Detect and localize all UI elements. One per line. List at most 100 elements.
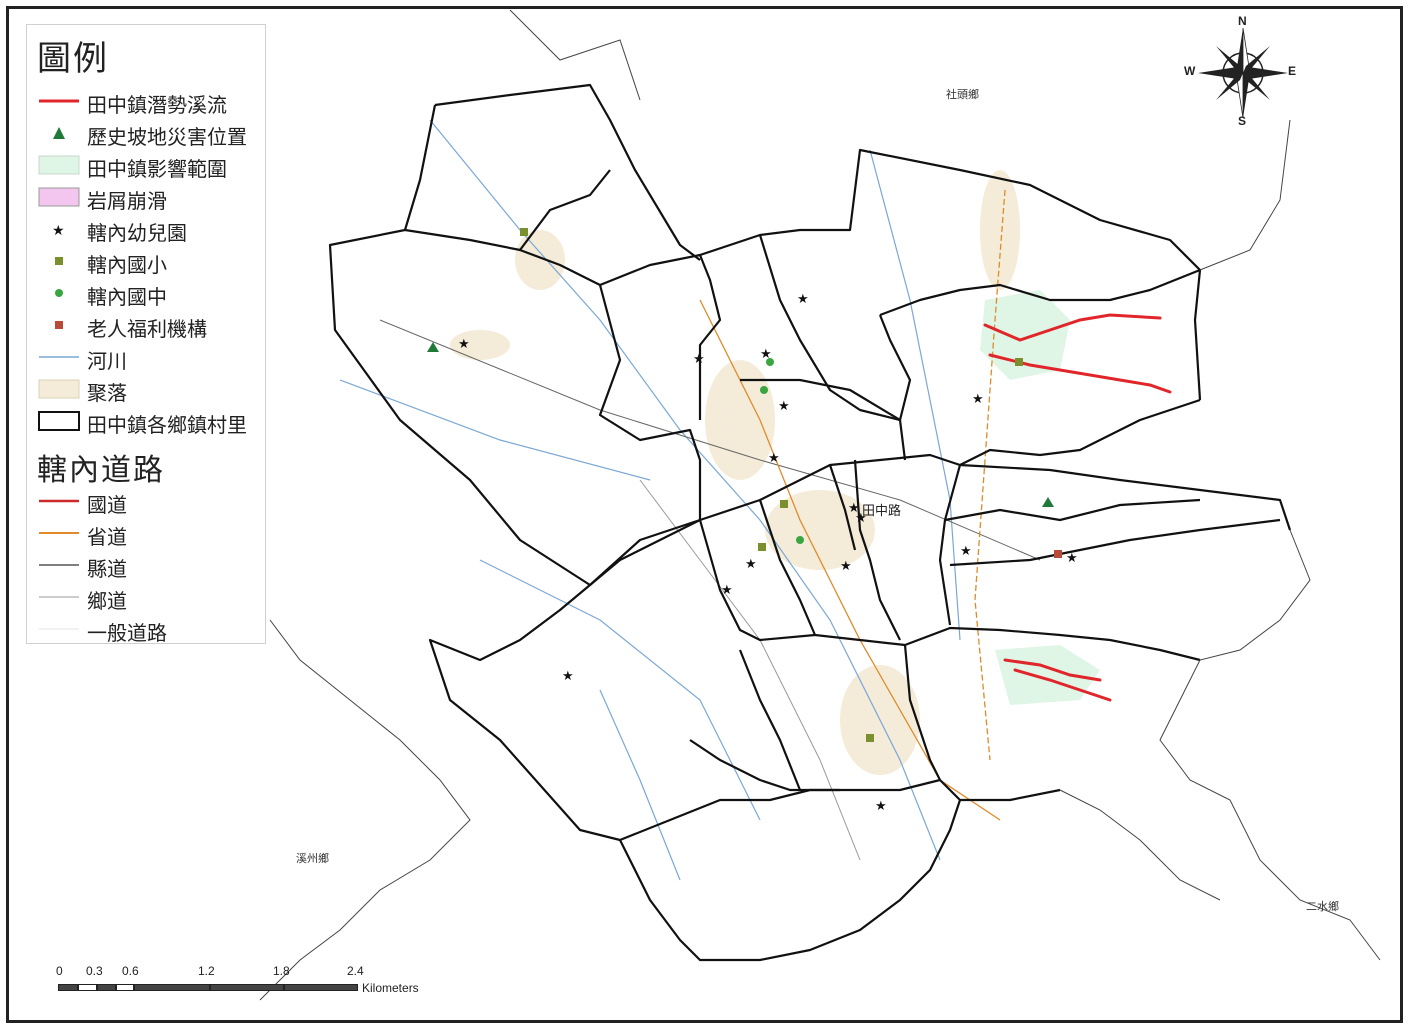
legend-item-river: 河川: [33, 343, 265, 373]
svg-text:★: ★: [1066, 551, 1078, 566]
scale-tick: 2.4: [347, 964, 364, 978]
legend-label: 轄內國小: [87, 253, 167, 277]
legend-label: 歷史坡地災害位置: [87, 125, 247, 149]
legend-item-general-road: 一般道路: [33, 615, 265, 645]
settlement-patches: [450, 170, 1020, 775]
map-frame: [6, 6, 1403, 1023]
scale-bar: 0 0.3 0.6 1.2 1.8 2.4 Kilometers: [40, 964, 460, 1004]
legend-item-county-road: 縣道: [33, 551, 265, 581]
svg-text:★: ★: [693, 352, 705, 367]
kindergartens: ★ ★ ★ ★ ★ ★ ★ ★ ★ ★ ★ ★ ★ ★ ★ ★: [458, 292, 1078, 814]
circle-icon: [55, 289, 63, 297]
legend-label: 鄉道: [87, 589, 127, 613]
scale-tick: 0.6: [122, 964, 139, 978]
swatch-icon: [38, 187, 80, 207]
elementary-schools: [520, 228, 1023, 742]
legend-item-influence-area: 田中鎮影響範圍: [33, 151, 265, 181]
place-label-shetou: 社頭鄉: [946, 88, 979, 101]
svg-text:★: ★: [562, 669, 574, 684]
legend-label: 老人福利機構: [87, 317, 207, 341]
svg-text:★: ★: [458, 337, 470, 352]
svg-text:★: ★: [972, 392, 984, 407]
legend-label: 一般道路: [87, 621, 167, 645]
legend-item-elementary: 轄內國小: [33, 247, 265, 277]
junior-high-schools: [760, 358, 804, 544]
road-label-tianzhong: 田中路: [862, 504, 902, 519]
outline-box-icon: [38, 411, 80, 431]
legend-item-settlement: 聚落: [33, 375, 265, 405]
legend-label: 聚落: [87, 381, 127, 405]
svg-text:★: ★: [960, 544, 972, 559]
svg-text:★: ★: [745, 557, 757, 572]
scale-segment: [284, 984, 358, 991]
compass-s: S: [1238, 114, 1247, 128]
orange-line-icon: [39, 532, 79, 534]
star-icon: ★: [52, 223, 65, 239]
legend-item-debris-slide: 岩屑崩滑: [33, 183, 265, 213]
history-disaster-sites: [427, 342, 1054, 507]
triangle-icon: [53, 127, 65, 139]
elderly-welfare: [1054, 550, 1062, 558]
region-outline: [259, 9, 1381, 1001]
compass-e: E: [1288, 64, 1297, 78]
legend-label: 田中鎮潛勢溪流: [87, 93, 227, 117]
scale-units: Kilometers: [362, 981, 419, 995]
scale-segment: [58, 984, 78, 991]
legend-label: 田中鎮影響範圍: [87, 157, 227, 181]
legend-label: 河川: [87, 349, 127, 373]
scale-segment: [210, 984, 284, 991]
hazard-streams: [983, 313, 1172, 702]
legend-item-hazard-stream: 田中鎮潛勢溪流: [33, 87, 265, 117]
north-arrow: N S W E: [1184, 14, 1298, 128]
light-line-icon: [39, 596, 79, 598]
legend-item-boundary: 田中鎮各鄉鎮村里: [33, 407, 265, 437]
legend-item-junior-high: 轄內國中: [33, 279, 265, 309]
legend-item-kindergarten: ★ 轄內幼兒園: [33, 215, 265, 245]
svg-text:★: ★: [797, 292, 809, 307]
scale-segment: [134, 984, 210, 991]
svg-text:★: ★: [840, 559, 852, 574]
legend: 圖例 田中鎮潛勢溪流 歷史坡地災害位置 田中鎮影響範圍 岩屑崩滑 ★ 轄內幼兒園…: [26, 24, 266, 645]
legend-item-elderly-welfare: 老人福利機構: [33, 311, 265, 341]
red-line-icon: [39, 499, 79, 503]
compass-n: N: [1238, 14, 1247, 28]
svg-text:★: ★: [52, 223, 65, 239]
legend-item-national-road: 國道: [33, 487, 265, 517]
swatch-icon: [38, 155, 80, 175]
legend-label: 縣道: [87, 557, 127, 581]
scale-segment: [97, 984, 116, 991]
scale-segment: [116, 984, 134, 991]
legend-label: 岩屑崩滑: [87, 189, 167, 213]
scale-tick: 1.8: [273, 964, 290, 978]
square-icon: [55, 321, 63, 329]
legend-item-provincial-road: 省道: [33, 519, 265, 549]
legend-label: 田中鎮各鄉鎮村里: [87, 413, 247, 437]
legend-roads-title: 轄內道路: [37, 453, 165, 488]
compass-w: W: [1184, 64, 1196, 78]
red-line-icon: [39, 99, 79, 103]
swatch-icon: [38, 379, 80, 399]
svg-text:★: ★: [855, 511, 867, 526]
place-label-ershui: 二水鄉: [1306, 900, 1339, 913]
compass-rose-icon: [1198, 27, 1288, 119]
svg-text:★: ★: [778, 399, 790, 414]
influence-area: [995, 645, 1100, 705]
legend-item-history-site: 歷史坡地災害位置: [33, 119, 265, 149]
svg-text:★: ★: [848, 501, 860, 516]
legend-title: 圖例: [37, 39, 109, 79]
svg-text:★: ★: [760, 347, 772, 362]
legend-item-township-road: 鄉道: [33, 583, 265, 613]
village-boundaries: [328, 83, 1292, 962]
place-label-xizhou: 溪州鄉: [296, 852, 329, 865]
legend-label: 轄內幼兒園: [87, 221, 187, 245]
legend-label: 轄內國中: [87, 285, 167, 309]
legend-label: 省道: [87, 525, 127, 549]
blue-line-icon: [39, 356, 79, 358]
scale-segment: [78, 984, 97, 991]
svg-text:★: ★: [768, 451, 780, 466]
faint-line-icon: [39, 628, 79, 630]
svg-text:★: ★: [875, 799, 887, 814]
scale-tick: 1.2: [198, 964, 215, 978]
